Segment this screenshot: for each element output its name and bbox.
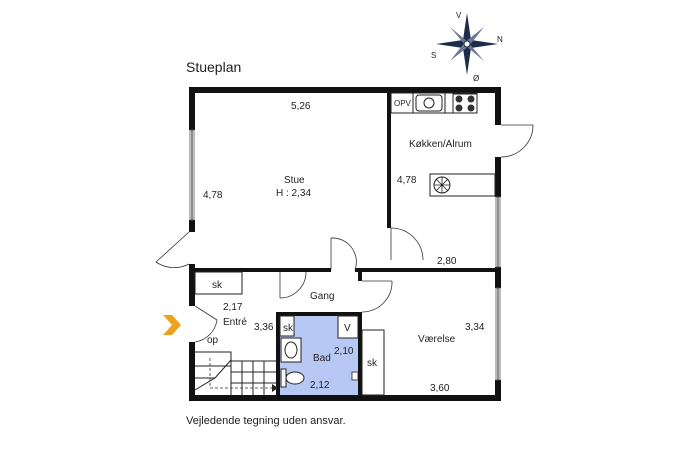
kitchen-island [429, 173, 496, 197]
bad-name: Bad [313, 353, 331, 364]
bad-depth: 2,10 [334, 346, 354, 357]
bathroom-cupboard-label: sk [283, 323, 294, 334]
disclaimer-text: Vejledende tegning uden ansvar. [186, 415, 346, 427]
fan-icon [433, 176, 451, 194]
bathroom-fixtures [279, 315, 359, 388]
windows [189, 129, 501, 381]
compass-west-letter: V [456, 11, 462, 20]
gang-name: Gang [310, 291, 334, 302]
compass-rose-icon [436, 13, 498, 75]
entre-cupboard-label: sk [212, 280, 223, 291]
stue-height: H : 2,34 [276, 188, 311, 199]
vaerelse-cupboard [361, 329, 385, 396]
compass-east-letter: Ø [473, 74, 479, 83]
bad-width: 2,12 [310, 380, 330, 391]
stue-depth: 4,78 [203, 190, 223, 201]
plan-title: Stueplan [186, 59, 241, 75]
stove-icon [452, 93, 478, 114]
interior-walls [195, 93, 495, 395]
entrance-arrow-icon [163, 315, 181, 335]
compass-south-letter: S [431, 51, 436, 60]
koekken-width: 2,80 [437, 256, 457, 267]
vaerelse-cupboard-label: sk [367, 358, 378, 369]
vaerelse-name: Værelse [418, 334, 456, 345]
staircase [194, 351, 278, 395]
vaerelse-width: 3,60 [430, 383, 450, 394]
entre-cupboard [194, 271, 243, 295]
entre-width: 2,17 [223, 302, 243, 313]
kitchen-appliance-label: OPV [394, 99, 412, 108]
koekken-name: Køkken/Alrum [409, 139, 472, 150]
washer-label: V [344, 323, 351, 334]
door-swings [155, 124, 534, 343]
koekken-depth: 4,78 [397, 175, 417, 186]
vaerelse-depth: 3,34 [465, 322, 485, 333]
compass-north-letter: N [497, 35, 503, 44]
entre-name: Entré [223, 317, 247, 328]
stue-width: 5,26 [291, 101, 311, 112]
stairs-label: op [207, 335, 219, 346]
stue-name: Stue [284, 175, 305, 186]
entre-depth: 3,36 [254, 322, 274, 333]
